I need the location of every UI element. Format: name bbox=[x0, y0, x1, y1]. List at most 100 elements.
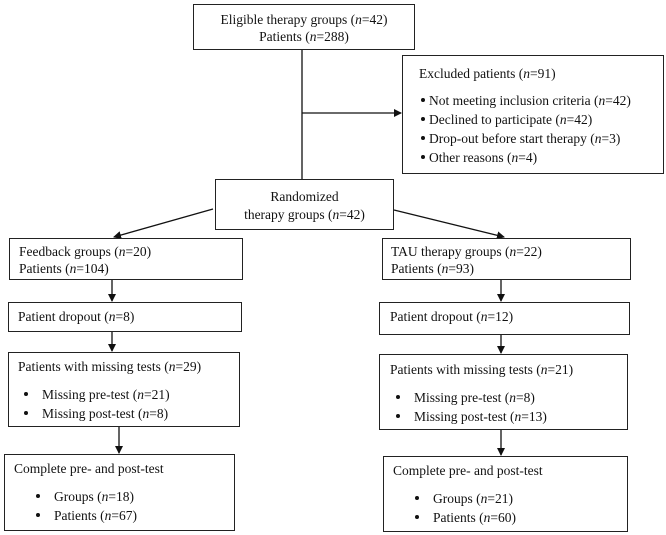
tau-complete-box: Complete pre- and post-test Groups (n=21… bbox=[383, 456, 628, 532]
label-text: Missing pre-test bbox=[414, 390, 502, 405]
label-text: Not meeting inclusion criteria bbox=[429, 93, 591, 108]
label-text: Patients bbox=[433, 510, 476, 525]
count-value: 8 bbox=[123, 309, 130, 324]
count-value: 13 bbox=[528, 409, 543, 424]
label-text: Patients with missing tests bbox=[18, 359, 161, 374]
tau-groups: TAU therapy groups (n=22) bbox=[391, 244, 542, 259]
label-text: Patients with missing tests bbox=[390, 362, 533, 377]
n-symbol: n bbox=[108, 309, 116, 324]
count-value: 288 bbox=[324, 29, 345, 44]
feedback-missing-box: Patients with missing tests (n=29) Missi… bbox=[8, 352, 240, 427]
n-symbol: n bbox=[483, 510, 491, 525]
count-value: 20 bbox=[133, 244, 147, 259]
count-value: 104 bbox=[84, 261, 105, 276]
n-symbol: n bbox=[355, 12, 362, 27]
n-symbol: n bbox=[559, 112, 567, 127]
n-symbol: n bbox=[509, 390, 516, 405]
label-text: Missing pre-test bbox=[42, 387, 130, 402]
n-symbol: n bbox=[523, 66, 530, 81]
tau-dropout-box: Patient dropout (n=12) bbox=[379, 302, 630, 335]
count-value: 42 bbox=[574, 112, 588, 127]
label-text: Excluded patients bbox=[419, 66, 516, 81]
count-value: 12 bbox=[495, 309, 509, 324]
n-symbol: n bbox=[309, 29, 317, 44]
n-symbol: n bbox=[104, 508, 112, 523]
feedback-complete-box: Complete pre- and post-test Groups (n=18… bbox=[4, 454, 235, 531]
n-symbol: n bbox=[69, 261, 77, 276]
feedback-dropout-box: Patient dropout (n=8) bbox=[8, 302, 242, 332]
count-value: 4 bbox=[525, 150, 533, 165]
count-value: 8 bbox=[523, 390, 531, 405]
tau-groups-box: TAU therapy groups (n=22) Patients (n=93… bbox=[382, 238, 631, 280]
randomized-box: Randomized therapy groups (n=42) bbox=[215, 179, 394, 230]
count-value: 91 bbox=[537, 66, 552, 81]
list-item: Patients (n=67) bbox=[18, 506, 234, 525]
n-symbol: n bbox=[511, 150, 519, 165]
list-item: Drop-out before start therapy (n=3) bbox=[419, 129, 663, 148]
tau-dropout: Patient dropout (n=12) bbox=[390, 309, 514, 324]
n-symbol: n bbox=[168, 359, 176, 374]
label-text: Patient dropout bbox=[18, 309, 101, 324]
list-item: Missing post-test (n=8) bbox=[6, 404, 239, 423]
count-value: 21 bbox=[151, 387, 166, 402]
list-item: Other reasons (n=4) bbox=[419, 148, 663, 167]
n-symbol: n bbox=[540, 362, 548, 377]
count-value: 42 bbox=[612, 93, 627, 108]
count-value: 3 bbox=[609, 131, 616, 146]
feedback-patients: Patients (n=104) bbox=[19, 261, 109, 276]
label-text: Patients bbox=[391, 261, 434, 276]
count-value: 67 bbox=[119, 508, 133, 523]
feedback-complete-title: Complete pre- and post-test bbox=[14, 461, 164, 476]
n-symbol: n bbox=[101, 489, 109, 504]
tau-missing-box: Patients with missing tests (n=21) Missi… bbox=[379, 354, 628, 430]
list-item: Missing pre-test (n=21) bbox=[6, 385, 239, 404]
n-symbol: n bbox=[142, 406, 150, 421]
label-text: Missing post-test bbox=[42, 406, 135, 421]
randomized-title: Randomized bbox=[270, 189, 339, 204]
count-value: 21 bbox=[555, 362, 569, 377]
label-text: Patients bbox=[19, 261, 62, 276]
tau-complete-title: Complete pre- and post-test bbox=[393, 463, 543, 478]
feedback-missing-title: Patients with missing tests (n=29) bbox=[18, 359, 202, 374]
n-symbol: n bbox=[509, 244, 517, 259]
label-text: Eligible therapy groups bbox=[220, 12, 348, 27]
eligible-box: Eligible therapy groups (n=42) Patients … bbox=[193, 4, 415, 50]
feedback-groups-box: Feedback groups (n=20) Patients (n=104) bbox=[9, 238, 243, 280]
list-item: Declined to participate (n=42) bbox=[419, 110, 663, 129]
count-value: 29 bbox=[183, 359, 197, 374]
label-text: Groups bbox=[433, 491, 473, 506]
label-text: Drop-out before start therapy bbox=[429, 131, 587, 146]
list-item: Patients (n=60) bbox=[397, 508, 627, 527]
excluded-box: Excluded patients (n=91) Not meeting inc… bbox=[402, 55, 664, 174]
label-text: Other reasons bbox=[429, 150, 504, 165]
n-symbol: n bbox=[514, 409, 522, 424]
count-value: 60 bbox=[498, 510, 512, 525]
tau-missing-title: Patients with missing tests (n=21) bbox=[390, 362, 574, 377]
eligible-groups: Eligible therapy groups (n=42) bbox=[220, 12, 388, 27]
label-text: Declined to participate bbox=[429, 112, 552, 127]
label-text: Patients bbox=[54, 508, 97, 523]
label-text: TAU therapy groups bbox=[391, 244, 502, 259]
list-item: Missing post-test (n=13) bbox=[378, 407, 627, 426]
n-symbol: n bbox=[480, 309, 488, 324]
arrow-to-tau bbox=[393, 209, 505, 240]
list-item: Not meeting inclusion criteria (n=42) bbox=[419, 91, 663, 110]
n-symbol: n bbox=[137, 387, 144, 402]
list-item: Groups (n=21) bbox=[397, 489, 627, 508]
label-text: Feedback groups bbox=[19, 244, 111, 259]
n-symbol: n bbox=[594, 131, 602, 146]
count-value: 18 bbox=[116, 489, 130, 504]
n-symbol: n bbox=[332, 207, 340, 222]
label-text: Groups bbox=[54, 489, 94, 504]
count-value: 22 bbox=[523, 244, 538, 259]
feedback-groups: Feedback groups (n=20) bbox=[19, 244, 152, 259]
count-value: 93 bbox=[456, 261, 470, 276]
randomized-groups: therapy groups (n=42) bbox=[244, 207, 365, 222]
count-value: 42 bbox=[369, 12, 383, 27]
list-item: Groups (n=18) bbox=[18, 487, 234, 506]
n-symbol: n bbox=[441, 261, 449, 276]
n-symbol: n bbox=[118, 244, 126, 259]
count-value: 8 bbox=[156, 406, 164, 421]
n-symbol: n bbox=[598, 93, 606, 108]
